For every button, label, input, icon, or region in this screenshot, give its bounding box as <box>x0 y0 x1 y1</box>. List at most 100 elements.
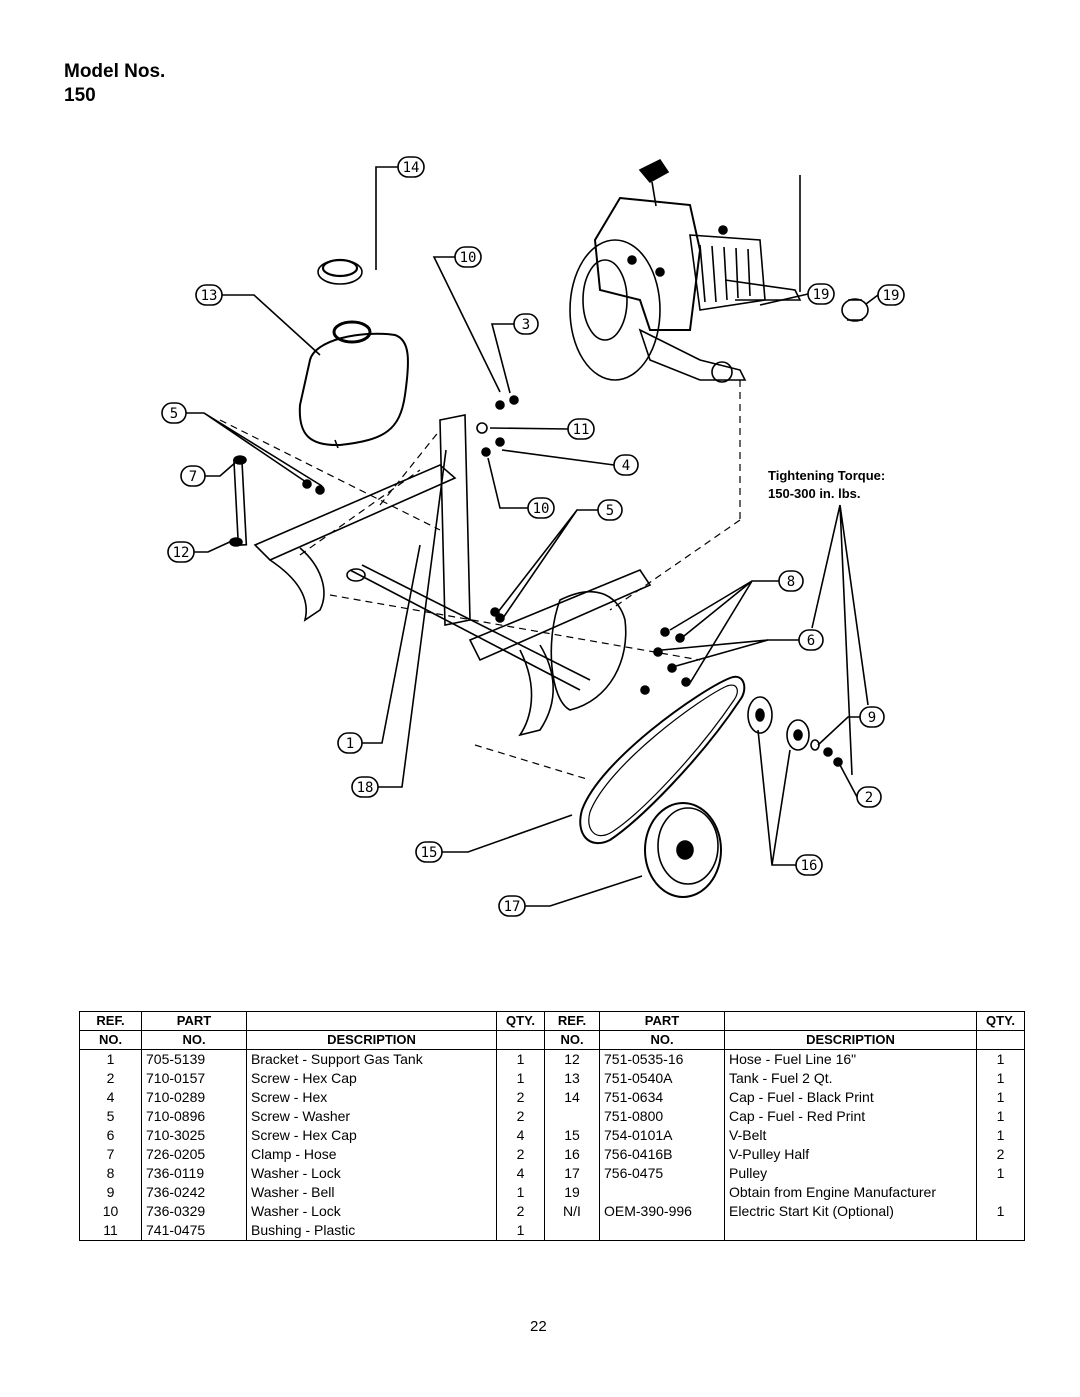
qty-cell: 1 <box>496 1221 545 1241</box>
qty-cell: 1 <box>976 1107 1025 1126</box>
qty-cell: 2 <box>496 1145 545 1164</box>
table-header-row-1: REF. PART QTY. REF. PART QTY. <box>79 1011 1025 1031</box>
callout-13: 13 <box>201 288 218 304</box>
ref-cell: 19 <box>544 1183 600 1202</box>
ref-cell: 10 <box>79 1202 142 1221</box>
ref-cell: 7 <box>79 1145 142 1164</box>
part-no-cell: 751-0634 <box>599 1088 725 1107</box>
title-line-1: Model Nos. <box>64 61 166 82</box>
ref-cell <box>544 1107 600 1126</box>
qty-cell: 4 <box>496 1164 545 1183</box>
callout-7: 7 <box>189 469 197 485</box>
header-description-right: DESCRIPTION <box>724 1030 977 1050</box>
callout-19-right: 19 <box>883 288 900 304</box>
description-cell: Bracket - Support Gas Tank <box>246 1049 497 1069</box>
support-bracket-drawing <box>253 414 652 737</box>
dashed-alignment-lines <box>219 380 741 781</box>
part-no-cell <box>599 1221 725 1241</box>
ref-cell: 16 <box>544 1145 600 1164</box>
description-cell: Washer - Bell <box>246 1183 497 1202</box>
engine-drawing <box>569 158 802 383</box>
description-cell: Bushing - Plastic <box>246 1221 497 1241</box>
description-cell: Cap - Fuel - Red Print <box>724 1107 977 1126</box>
header-ref-no: NO. <box>79 1030 142 1050</box>
callout-18: 18 <box>357 780 374 796</box>
callout-3: 3 <box>522 317 530 333</box>
part-no-cell <box>599 1183 725 1202</box>
part-no-cell: 751-0535-16 <box>599 1049 725 1069</box>
callout-4: 4 <box>622 458 630 474</box>
description-cell: Tank - Fuel 2 Qt. <box>724 1069 977 1088</box>
parts-list-table: REF. PART QTY. REF. PART QTY. NO. NO. DE… <box>79 1011 1025 1241</box>
description-cell: Screw - Hex <box>246 1088 497 1107</box>
part-no-cell: 710-0157 <box>141 1069 247 1088</box>
page-number: 22 <box>530 1318 547 1335</box>
ref-cell: 8 <box>79 1164 142 1183</box>
header-description-blank <box>246 1011 497 1031</box>
header-qty-right: QTY. <box>976 1011 1025 1031</box>
callout-17: 17 <box>504 899 521 915</box>
torque-label-line-2: 150-300 in. lbs. <box>768 486 861 501</box>
fuel-hose-drawing <box>229 455 248 547</box>
part-no-cell: 736-0329 <box>141 1202 247 1221</box>
description-cell: Obtain from Engine Manufacturer <box>724 1183 977 1202</box>
header-part-no-right: NO. <box>599 1030 725 1050</box>
description-cell: Screw - Washer <box>246 1107 497 1126</box>
qty-cell: 1 <box>976 1202 1025 1221</box>
header-part: PART <box>141 1011 247 1031</box>
description-cell: Cap - Fuel - Black Print <box>724 1088 977 1107</box>
part-no-cell: 710-0896 <box>141 1107 247 1126</box>
part-no-cell: OEM-390-996 <box>599 1202 725 1221</box>
qty-cell: 1 <box>496 1183 545 1202</box>
part-no-cell: 705-5139 <box>141 1049 247 1069</box>
starter-switch-drawing <box>841 298 869 322</box>
part-no-cell: 710-3025 <box>141 1126 247 1145</box>
description-cell <box>724 1221 977 1241</box>
description-cell: Washer - Lock <box>246 1164 497 1183</box>
fuel-tank-drawing <box>298 258 409 449</box>
table-header-row-2: NO. NO. DESCRIPTION NO. NO. DESCRIPTION <box>79 1030 1025 1050</box>
callout-12: 12 <box>173 545 190 561</box>
pulley-drawing <box>644 802 722 898</box>
part-no-cell: 736-0242 <box>141 1183 247 1202</box>
description-cell: Screw - Hex Cap <box>246 1069 497 1088</box>
description-cell: Electric Start Kit (Optional) <box>724 1202 977 1221</box>
callout-5-lower: 5 <box>606 503 614 519</box>
qty-cell: 1 <box>976 1126 1025 1145</box>
description-cell: Hose - Fuel Line 16" <box>724 1049 977 1069</box>
ref-cell: 13 <box>544 1069 600 1088</box>
qty-cell: 1 <box>976 1049 1025 1069</box>
qty-cell <box>976 1221 1025 1241</box>
exploded-parts-diagram: 14 10 13 3 19 19 5 11 7 4 10 5 12 8 6 9 … <box>161 156 905 917</box>
ref-cell: N/I <box>544 1202 600 1221</box>
header-qty-blank <box>496 1030 545 1050</box>
part-no-cell: 756-0475 <box>599 1164 725 1183</box>
header-ref-right: REF. <box>544 1011 600 1031</box>
qty-cell: 2 <box>496 1202 545 1221</box>
callout-1: 1 <box>346 736 354 752</box>
header-ref: REF. <box>79 1011 142 1031</box>
title-line-2: 150 <box>64 85 96 106</box>
callout-10-lower: 10 <box>533 501 550 517</box>
callout-19-left: 19 <box>813 287 830 303</box>
ref-cell: 4 <box>79 1088 142 1107</box>
callout-5-upper: 5 <box>170 406 178 422</box>
callout-11: 11 <box>573 422 590 438</box>
header-description: DESCRIPTION <box>246 1030 497 1050</box>
ref-cell: 11 <box>79 1221 142 1241</box>
v-belt-drawing <box>579 675 746 845</box>
ref-cell: 2 <box>79 1069 142 1088</box>
callout-15: 15 <box>421 845 438 861</box>
part-no-cell: 736-0119 <box>141 1164 247 1183</box>
header-part-right: PART <box>599 1011 725 1031</box>
qty-cell: 1 <box>496 1069 545 1088</box>
qty-cell: 1 <box>976 1088 1025 1107</box>
part-no-cell: 756-0416B <box>599 1145 725 1164</box>
ref-cell: 1 <box>79 1049 142 1069</box>
qty-cell: 1 <box>976 1069 1025 1088</box>
